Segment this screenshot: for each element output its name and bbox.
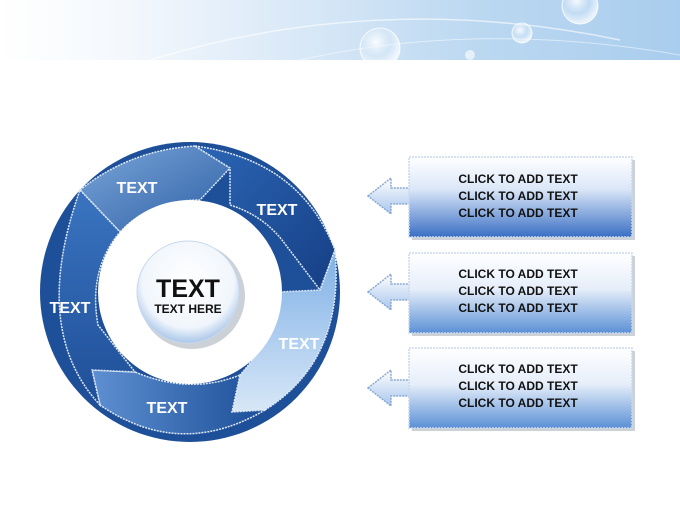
segment-label-bottom: TEXT <box>147 400 188 417</box>
text-box-1[interactable]: CLICK TO ADD TEXT CLICK TO ADD TEXT CLIC… <box>366 156 635 240</box>
text-box-2-background <box>408 252 633 334</box>
bubble-icon <box>561 0 599 25</box>
bubble-icon <box>511 22 533 44</box>
bubble-icon <box>465 50 475 60</box>
text-box-1-line-3[interactable]: CLICK TO ADD TEXT <box>458 206 578 220</box>
text-box-3-background <box>408 347 633 429</box>
text-box-2-line-2[interactable]: CLICK TO ADD TEXT <box>458 284 578 298</box>
text-box-3[interactable]: CLICK TO ADD TEXT CLICK TO ADD TEXT CLIC… <box>366 347 635 431</box>
left-arrow-icon <box>366 272 413 312</box>
text-box-1-line-1[interactable]: CLICK TO ADD TEXT <box>458 172 578 186</box>
segment-label-left: TEXT <box>50 300 91 317</box>
left-arrow-icon <box>366 176 413 216</box>
center-title: TEXT <box>156 275 220 303</box>
text-box-2[interactable]: CLICK TO ADD TEXT CLICK TO ADD TEXT CLIC… <box>366 252 635 336</box>
segment-label-lower-right: TEXT <box>279 336 320 353</box>
text-box-1-line-2[interactable]: CLICK TO ADD TEXT <box>458 189 578 203</box>
header-banner <box>0 0 680 60</box>
header-decoration <box>149 0 680 60</box>
segment-label-top: TEXT <box>117 180 158 197</box>
text-box-1-background <box>408 156 633 238</box>
text-box-3-line-2[interactable]: CLICK TO ADD TEXT <box>458 379 578 393</box>
text-box-3-line-3[interactable]: CLICK TO ADD TEXT <box>458 396 578 410</box>
center-circle <box>136 240 240 344</box>
bubble-icon <box>359 27 401 60</box>
cycle-segment-left <box>58 188 137 408</box>
text-box-3-line-1[interactable]: CLICK TO ADD TEXT <box>458 362 578 376</box>
text-box-2-line-3[interactable]: CLICK TO ADD TEXT <box>458 301 578 315</box>
left-arrow-icon <box>366 368 413 408</box>
center-subtitle: TEXT HERE <box>154 302 221 316</box>
segment-label-upper-right: TEXT <box>257 202 298 219</box>
text-box-2-line-1[interactable]: CLICK TO ADD TEXT <box>458 267 578 281</box>
